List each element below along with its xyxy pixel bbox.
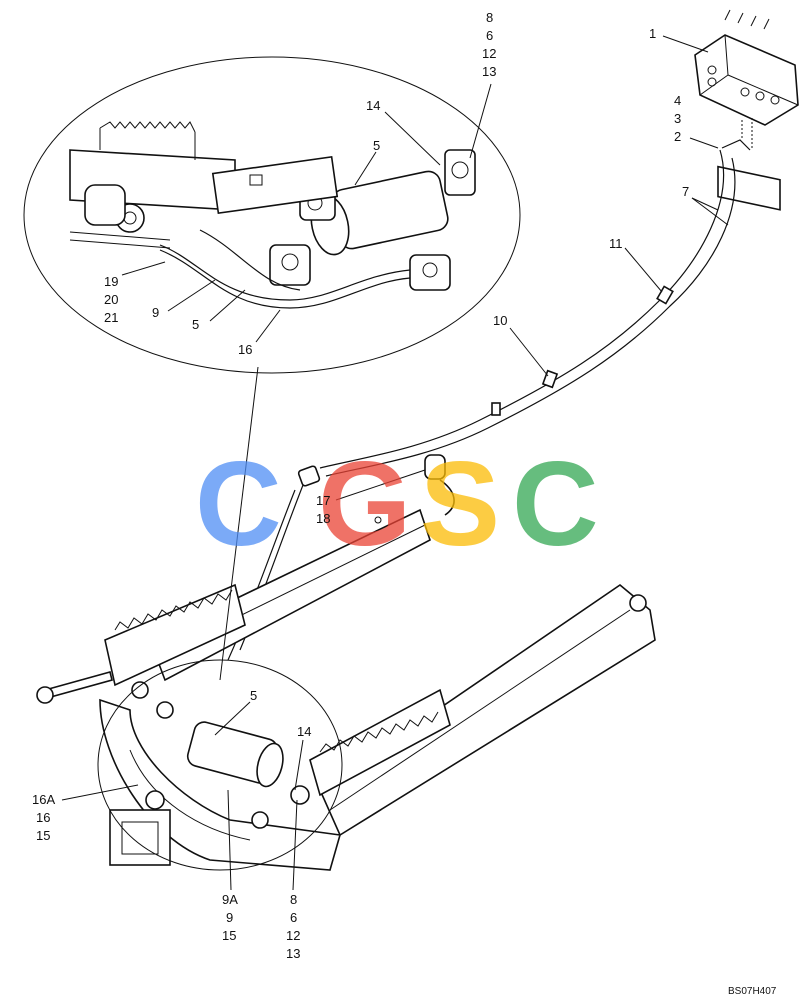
callout-20: 20	[104, 292, 118, 307]
callout-19: 19	[104, 274, 118, 289]
watermark: C G S C	[195, 437, 599, 571]
callout-14-bottom: 14	[297, 724, 311, 739]
detail-circle-bottom	[97, 659, 343, 871]
callout-12-bottom: 12	[286, 928, 300, 943]
callout-12-top: 12	[482, 46, 496, 61]
callout-14-top: 14	[366, 98, 380, 113]
callout-15-left: 15	[36, 828, 50, 843]
callout-13-bottom: 13	[286, 946, 300, 961]
callout-5-mid: 5	[192, 317, 199, 332]
callout-16A: 16A	[32, 792, 55, 807]
callout-6-bottom: 6	[290, 910, 297, 925]
callout-8-top: 8	[486, 10, 493, 25]
callout-21: 21	[104, 310, 118, 325]
callout-11: 11	[609, 236, 623, 251]
callout-1: 1	[649, 26, 656, 41]
watermark-letter-g: G	[318, 437, 411, 571]
callout-5-bottom: 5	[250, 688, 257, 703]
callout-10: 10	[493, 313, 507, 328]
callout-9-top: 9	[152, 305, 159, 320]
callout-8-bottom: 8	[290, 892, 297, 907]
callout-3: 3	[674, 111, 681, 126]
watermark-letter-c1: C	[195, 437, 282, 571]
callout-17: 17	[316, 493, 330, 508]
watermark-letter-c2: C	[512, 437, 599, 571]
leader-lines	[61, 35, 729, 891]
callout-18: 18	[316, 511, 330, 526]
callout-7: 7	[682, 184, 689, 199]
callout-6-top: 6	[486, 28, 493, 43]
callout-4: 4	[674, 93, 681, 108]
watermark-letter-s: S	[420, 437, 500, 571]
callout-13-top: 13	[482, 64, 496, 79]
detail-view-ellipse	[23, 56, 521, 374]
drawing-code: BS07H407	[728, 986, 777, 997]
callout-2: 2	[674, 129, 681, 144]
frame-assembly	[36, 508, 656, 871]
callout-labels: 8 6 12 13 14 5 1 4 3 2 7 11 10 19 20 21 …	[32, 10, 777, 997]
callout-16-bottom: 16	[36, 810, 50, 825]
callout-5-top: 5	[373, 138, 380, 153]
callout-9A: 9A	[222, 892, 238, 907]
callout-9-bottom: 9	[226, 910, 233, 925]
callout-15-bottom: 15	[222, 928, 236, 943]
callout-16-top: 16	[238, 342, 252, 357]
control-valve	[694, 9, 799, 211]
